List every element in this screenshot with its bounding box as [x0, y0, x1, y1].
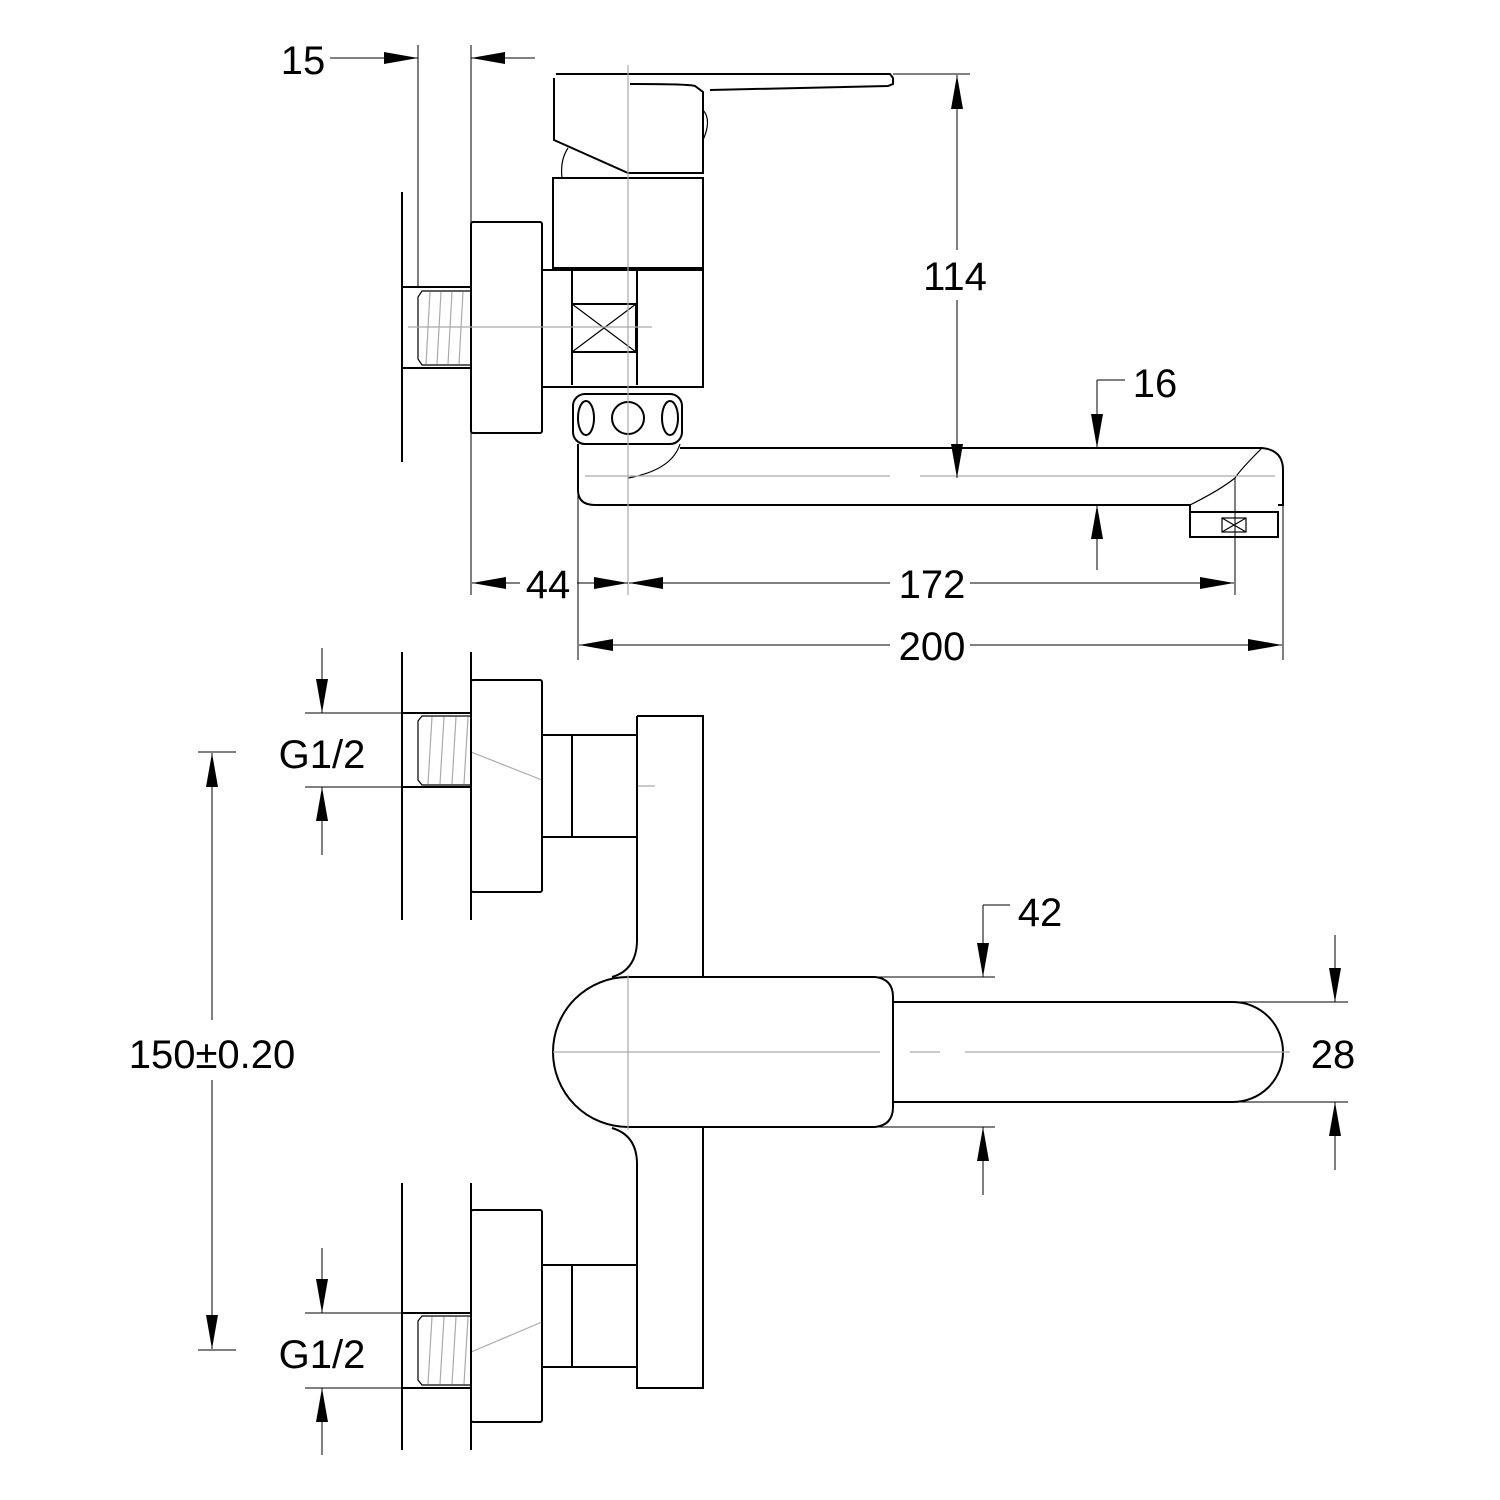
dim-g12-lower: G1/2 — [279, 1333, 366, 1377]
flange-lower — [470, 1209, 543, 1423]
dim-42: 42 — [1018, 891, 1063, 935]
thread-pipe-lower — [417, 1315, 471, 1386]
mounting-bar — [611, 715, 704, 1389]
flange-upper — [470, 679, 543, 893]
thread-pipe — [417, 290, 471, 366]
dim-15: 15 — [281, 39, 326, 83]
mixer-body — [552, 976, 894, 1128]
thread-pipe-upper — [417, 715, 471, 786]
dim-g12-upper: G1/2 — [279, 733, 366, 777]
dim-16: 16 — [1133, 362, 1178, 406]
top-view: G1/2 G1/2 150±0.20 42 28 — [129, 648, 1356, 1455]
aerator — [1189, 511, 1279, 538]
dim-114: 114 — [923, 255, 987, 299]
valve-box — [571, 303, 637, 353]
side-view: 15 114 16 44 172 200 — [281, 39, 1284, 669]
spout — [577, 444, 1284, 512]
dim-200: 200 — [899, 625, 966, 669]
lever-handle — [553, 73, 894, 174]
dim-172: 172 — [899, 563, 966, 607]
dim-28: 28 — [1311, 1033, 1356, 1077]
dim-150: 150±0.20 — [129, 1033, 296, 1077]
dim-44: 44 — [526, 563, 571, 607]
